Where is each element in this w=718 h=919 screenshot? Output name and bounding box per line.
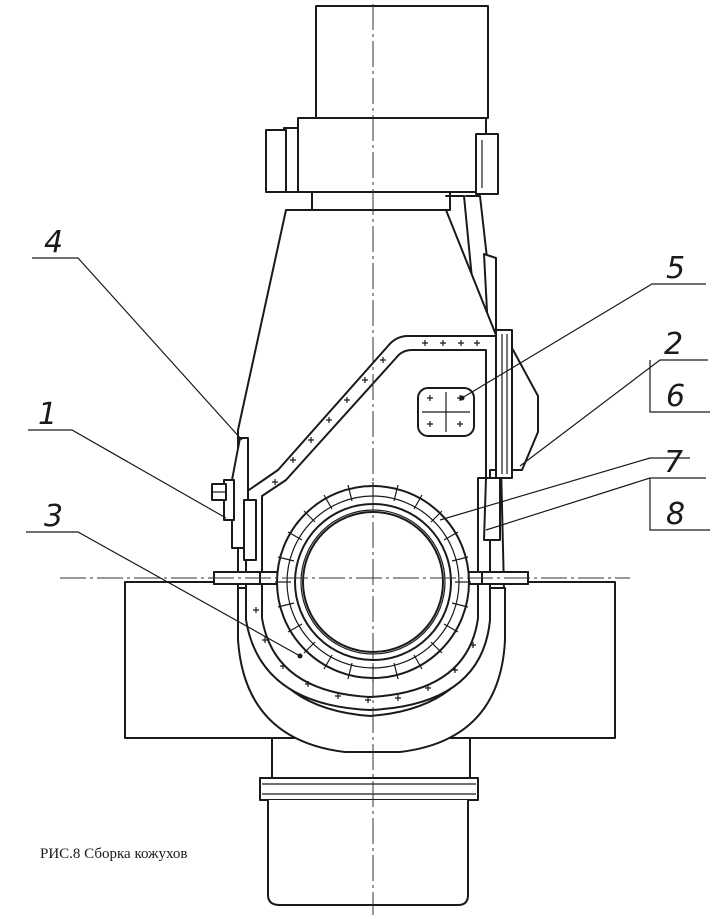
callout-8: 8 <box>666 497 685 532</box>
leader-lines <box>26 257 710 659</box>
figure-caption: РИС.8 Сборка кожухов <box>40 846 188 862</box>
callout-6: 6 <box>666 379 685 414</box>
right-plates <box>483 329 539 541</box>
inspection-cover <box>417 387 475 437</box>
centre-axes <box>60 4 630 915</box>
callout-2: 2 <box>664 327 683 362</box>
callout-7: 7 <box>664 445 683 480</box>
left-bolt-assembly <box>211 437 257 561</box>
callout-numbers: 4 1 3 5 2 6 7 8 <box>38 225 685 534</box>
lower-shaft <box>259 734 479 906</box>
callout-1: 1 <box>38 397 57 432</box>
callout-3: 3 <box>44 499 63 534</box>
callout-5: 5 <box>666 251 685 286</box>
callout-4: 4 <box>44 225 63 260</box>
upper-block <box>265 5 499 211</box>
